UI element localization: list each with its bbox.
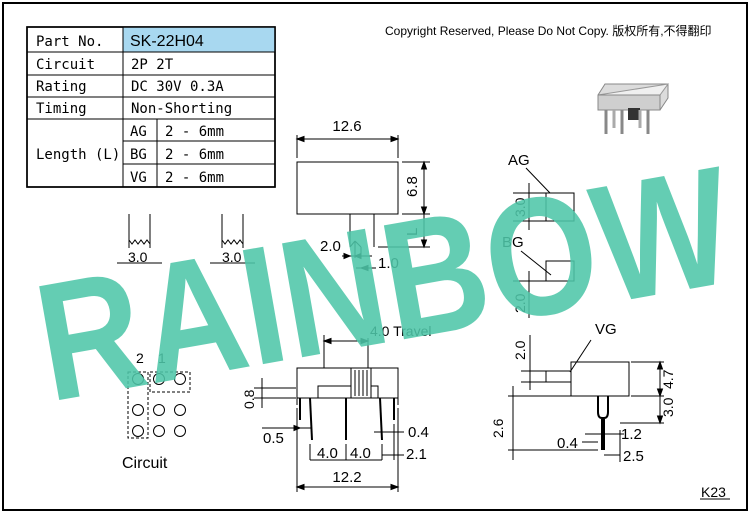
ag-dim: 3.0 <box>512 197 528 217</box>
front-pitch-b: 4.0 <box>350 445 371 462</box>
part-no-highlight <box>123 27 275 52</box>
vg-pin-width: 0.4 <box>557 435 578 452</box>
circuit-value: 2P 2T <box>131 57 174 73</box>
top-view: 12.6 6.8 L 2.0 1.0 <box>295 118 430 272</box>
copyright-notice: Copyright Reserved, Please Do Not Copy. … <box>385 23 712 38</box>
circuit-diagram: 2 1 Circuit <box>122 350 191 472</box>
vg-dim: 2.0 <box>512 340 528 360</box>
bg-label: BG <box>502 234 524 251</box>
top-width-dim: 12.6 <box>332 118 361 135</box>
vg-pin-length: 2.6 <box>490 418 506 438</box>
side-view-vg: VG 2.0 4.7 3.0 2.6 1.2 0.4 2.5 <box>490 321 676 465</box>
top-offset-dim: 1.0 <box>378 255 399 272</box>
timing-value: Non-Shorting <box>131 101 232 117</box>
front-right-offset: 2.1 <box>406 446 427 463</box>
side-view-ag: AG 3.0 <box>508 152 575 230</box>
pin-detail-left: 3.0 <box>117 214 162 265</box>
front-pin-width: 0.4 <box>408 424 429 441</box>
front-left-offset: 0.5 <box>263 430 284 447</box>
front-height-dim: 0.8 <box>241 389 257 409</box>
side-view-bg: BG 2.0 <box>502 234 575 318</box>
rating-value: DC 30V 0.3A <box>131 79 224 95</box>
circuit-pin-2: 2 <box>136 350 144 366</box>
length-label: Length (L) <box>36 147 120 163</box>
part-no-label: Part No. <box>36 34 103 50</box>
travel-dim: 4.0 Travel <box>370 323 431 339</box>
front-view: 4.0 Travel 0.8 0.5 4.0 4.0 <box>241 323 431 492</box>
product-photo <box>597 83 670 134</box>
vg-height: 4.7 <box>660 369 676 389</box>
top-length-dim: L <box>404 228 421 236</box>
top-pitch-dim: 2.0 <box>320 238 341 255</box>
length-value-vg: 2 - 6mm <box>165 170 224 186</box>
rating-label: Rating <box>36 79 87 95</box>
circuit-label: Circuit <box>36 57 95 73</box>
length-value-bg: 2 - 6mm <box>165 147 224 163</box>
part-no-value: SK-22H04 <box>130 33 204 50</box>
front-total-width: 12.2 <box>332 469 361 486</box>
vg-label: VG <box>595 321 617 338</box>
vg-base: 3.0 <box>660 397 676 417</box>
top-height-dim: 6.8 <box>404 176 421 197</box>
spec-table: Part No. SK-22H04 Circuit 2P 2T Rating D… <box>26 26 276 188</box>
page-code: K23 <box>701 484 726 500</box>
front-pitch-a: 4.0 <box>317 445 338 462</box>
timing-label: Timing <box>36 101 87 117</box>
pin-left-dim: 3.0 <box>128 249 148 265</box>
pin-detail-right: 3.0 <box>210 214 255 265</box>
circuit-label: Circuit <box>122 455 168 472</box>
vg-gap: 1.2 <box>621 426 642 443</box>
ag-label: AG <box>508 152 530 169</box>
length-code-vg: VG <box>130 170 147 186</box>
length-code-bg: BG <box>130 147 147 163</box>
length-code-ag: AG <box>130 124 147 140</box>
pin-right-dim: 3.0 <box>222 249 242 265</box>
bg-dim: 2.0 <box>512 293 528 313</box>
vg-span: 2.5 <box>623 448 644 465</box>
circuit-pin-1: 1 <box>158 350 166 366</box>
length-value-ag: 2 - 6mm <box>165 124 224 140</box>
